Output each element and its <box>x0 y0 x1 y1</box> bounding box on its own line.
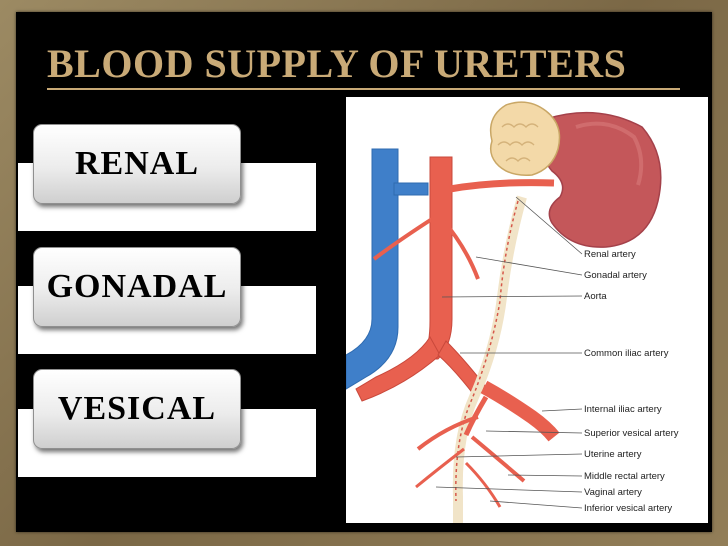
anatomy-svg: Renal artery Gonadal artery Aorta Common… <box>346 101 679 523</box>
kidney-highlight <box>575 121 644 186</box>
source-label-gonadal: GONADAL <box>46 268 228 305</box>
slide-title: BLOOD SUPPLY OF URETERS <box>47 41 627 86</box>
label-superior-vesical-artery: Superior vesical artery <box>584 428 679 439</box>
aorta <box>423 156 453 360</box>
source-card-vesical: VESICAL <box>33 369 241 449</box>
gonadal-artery <box>440 217 480 280</box>
label-vaginal-artery: Vaginal artery <box>584 487 642 498</box>
title-underline <box>47 88 680 90</box>
kidney <box>541 111 662 248</box>
internal-iliac-artery <box>480 380 560 442</box>
source-label-renal: RENAL <box>74 145 200 182</box>
ureter-vessels <box>455 200 519 502</box>
label-renal-artery: Renal artery <box>584 249 636 260</box>
adrenal-gland <box>489 101 561 176</box>
leader-lines <box>435 196 583 509</box>
label-gonadal-artery: Gonadal artery <box>584 270 647 281</box>
label-aorta: Aorta <box>584 291 607 302</box>
gonadal-artery-right <box>372 217 434 261</box>
renal-artery <box>449 179 555 193</box>
source-label-vesical: VESICAL <box>57 390 217 427</box>
common-iliac-artery-right <box>355 336 441 402</box>
vaginal-artery <box>415 447 465 489</box>
source-card-renal: RENAL <box>33 124 241 204</box>
inferior-vesical-artery <box>464 461 502 508</box>
vena-cava <box>346 148 399 390</box>
label-internal-iliac-artery: Internal iliac artery <box>584 404 662 415</box>
middle-rectal-artery <box>470 435 526 483</box>
label-uterine-artery: Uterine artery <box>584 449 642 460</box>
adrenal-texture <box>497 123 539 162</box>
source-card-gonadal: GONADAL <box>33 247 241 327</box>
ureter <box>452 195 527 523</box>
renal-vein <box>393 182 429 196</box>
label-middle-rectal-artery: Middle rectal artery <box>584 471 665 482</box>
uterine-artery <box>416 415 479 451</box>
label-inferior-vesical-artery: Inferior vesical artery <box>584 503 672 514</box>
label-common-iliac-artery: Common iliac artery <box>584 348 669 359</box>
ureter-blood-supply-illustration: Renal artery Gonadal artery Aorta Common… <box>346 97 708 523</box>
